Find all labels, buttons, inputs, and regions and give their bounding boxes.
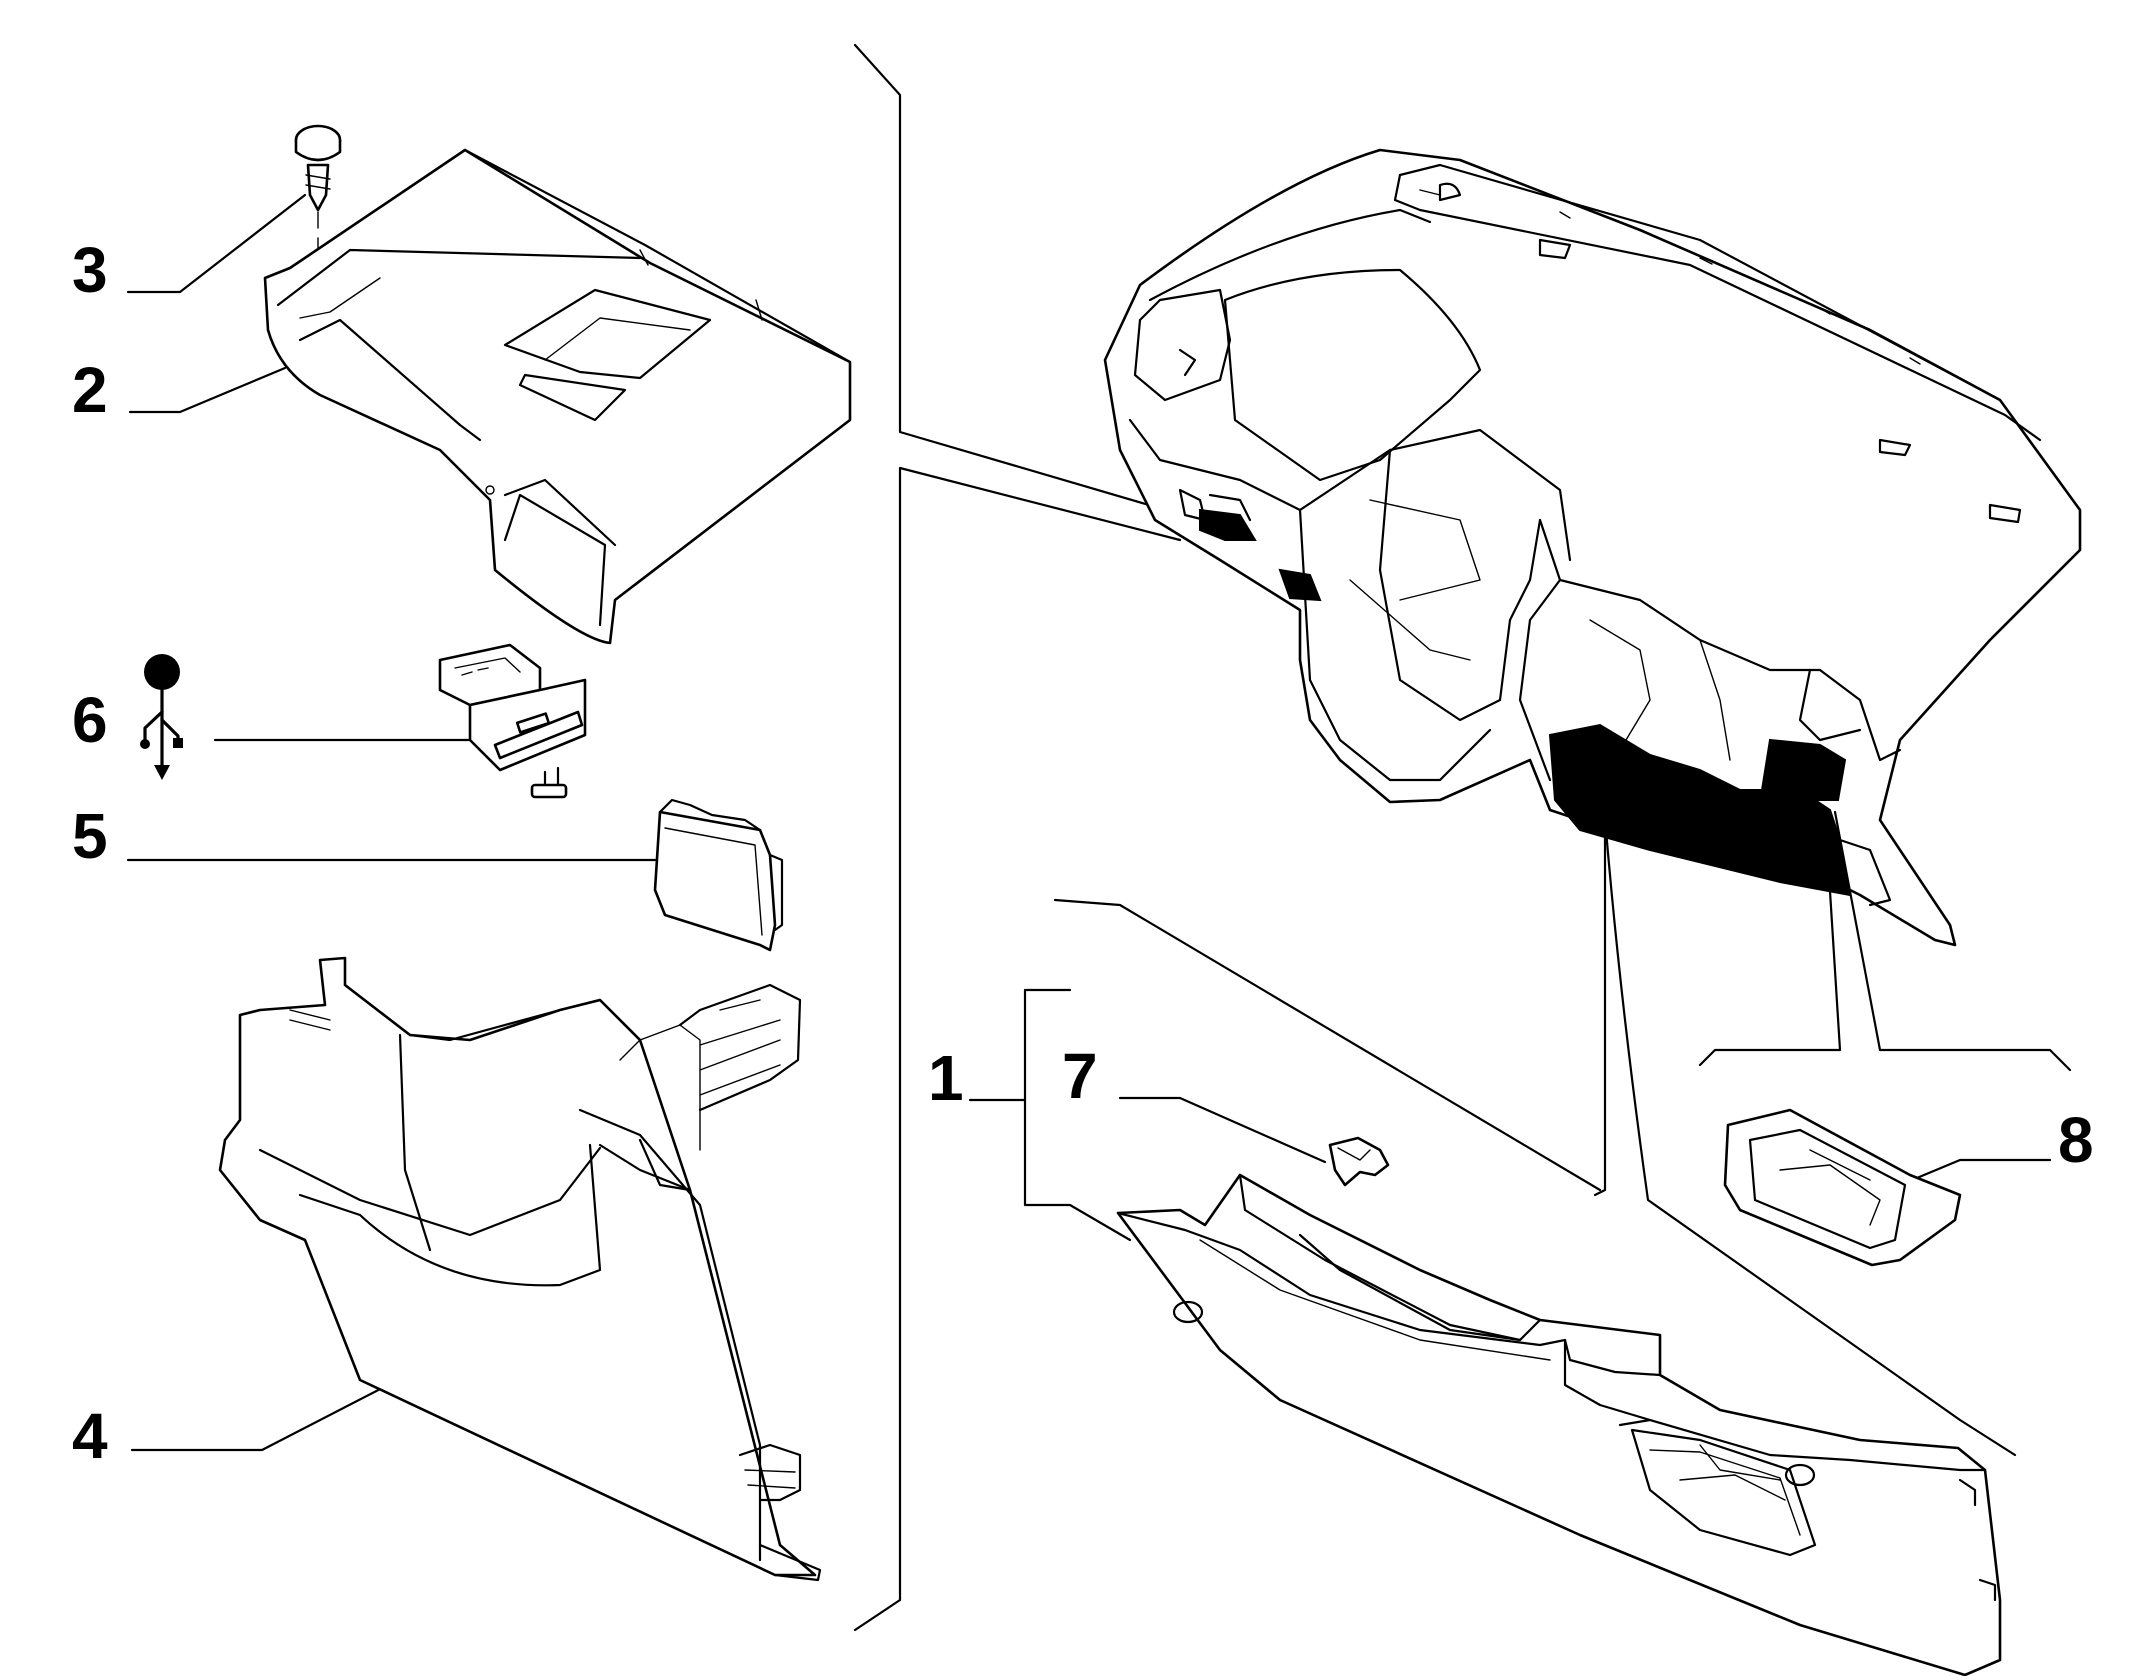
part-8-handle-bezel	[1723, 1108, 1962, 1267]
dashboard-leaders	[1053, 810, 2072, 1457]
dashboard-assembly	[1103, 148, 2082, 947]
callout-3-label: 3	[72, 234, 108, 306]
callout-1-label: 1	[928, 1042, 964, 1114]
leader-dash-2	[1603, 816, 2017, 1457]
leader-dash-3	[1053, 898, 1602, 1192]
leader-3	[126, 193, 307, 294]
callout-7-label: 7	[1062, 1040, 1098, 1112]
bracket-1	[1023, 988, 1132, 1242]
callout-6-label: 6	[72, 684, 108, 756]
callout-5-label: 5	[72, 800, 108, 872]
leader-8	[1898, 1158, 2052, 1187]
leader-dash-8a	[1698, 810, 1842, 1067]
part-7-clip	[1328, 1136, 1390, 1187]
leader-7	[1118, 1096, 1327, 1164]
callout-4-label: 4	[72, 1400, 108, 1472]
leader-2	[128, 366, 287, 414]
part-1-glovebox-door	[1116, 1173, 2002, 1676]
section-divider	[853, 43, 1202, 1632]
part-5-cover-cap	[653, 798, 784, 952]
usb-icon	[140, 654, 183, 780]
part-6-usb-socket	[438, 643, 587, 799]
leader-dash-1	[1593, 816, 1607, 1197]
callout-8-label: 8	[2058, 1104, 2094, 1176]
part-4-lower-housing	[218, 956, 822, 1582]
leader-dash-8b	[1833, 810, 2072, 1072]
leader-4	[130, 1383, 390, 1452]
callout-2-label: 2	[72, 354, 108, 426]
part-2-glovebox-tray	[263, 148, 852, 645]
leader-lines	[126, 193, 2052, 1452]
part-3-screw	[294, 124, 342, 331]
